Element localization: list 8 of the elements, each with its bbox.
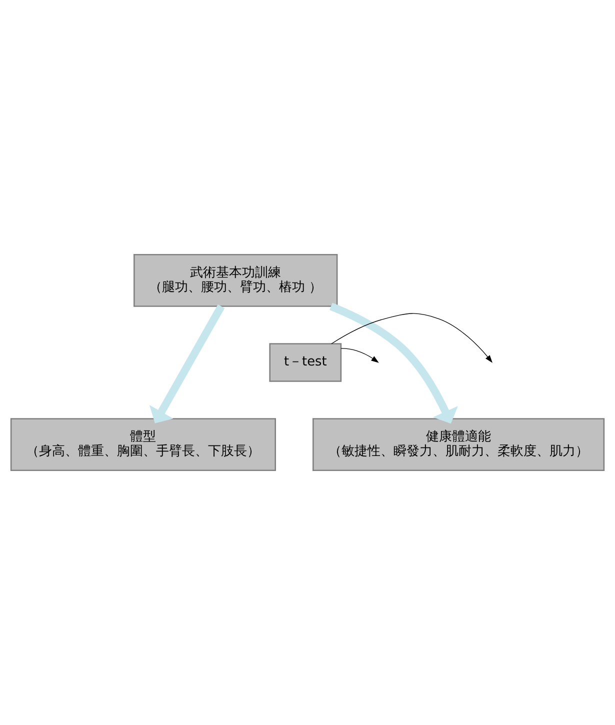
node-box: 武術基本功訓練 （腿功、腰功、臂功、樁功 ）	[134, 254, 338, 307]
arrow	[331, 313, 492, 363]
arrow	[340, 348, 379, 363]
node-box: 健康體適能 （敏捷性、瞬發力、肌耐力、柔軟度、肌力）	[312, 418, 605, 472]
node-box: 體型 （身高、體重、胸圍、手臂長、下肢長）	[10, 418, 276, 472]
node-box: t－test	[269, 343, 342, 382]
arrow	[330, 302, 458, 424]
arrow	[149, 304, 225, 424]
